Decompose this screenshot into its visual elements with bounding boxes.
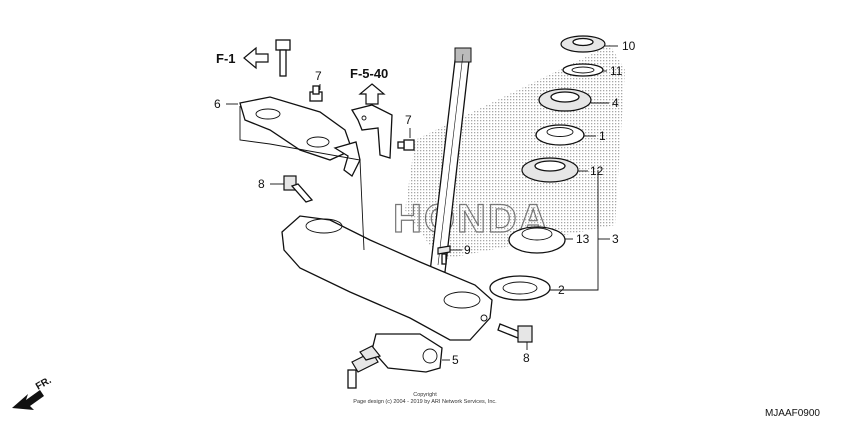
callout-1[interactable]: 1 xyxy=(599,129,606,143)
callout-3[interactable]: 3 xyxy=(612,232,619,246)
diagram-code: MJAAF0900 xyxy=(765,408,820,419)
copyright-line-1: Copyright xyxy=(413,392,437,398)
f1-ref-label[interactable]: F-1 xyxy=(216,51,236,66)
callout-8-right[interactable]: 8 xyxy=(523,351,530,365)
dust-seal-1-part[interactable] xyxy=(535,124,585,146)
adjusting-nut-4-part[interactable] xyxy=(538,88,592,112)
f1-ref-arrow xyxy=(243,46,269,70)
f540-ref-arrow xyxy=(358,83,386,105)
callout-2[interactable]: 2 xyxy=(558,283,565,297)
seal-2-part[interactable] xyxy=(489,275,551,301)
f540-ref-label[interactable]: F-5-40 xyxy=(350,66,388,81)
callout-7-left[interactable]: 7 xyxy=(315,69,322,83)
callout-11[interactable]: 11 xyxy=(610,64,623,78)
screw-9-part[interactable] xyxy=(437,245,451,265)
front-direction-label: FR. xyxy=(34,375,54,393)
race-13-part[interactable] xyxy=(508,226,566,254)
leader-lines xyxy=(226,45,618,361)
callout-7-right[interactable]: 7 xyxy=(405,113,412,127)
nut-10-part[interactable] xyxy=(560,35,606,53)
callout-5[interactable]: 5 xyxy=(452,353,459,367)
callout-8-left[interactable]: 8 xyxy=(258,177,265,191)
stay-bracket-part[interactable] xyxy=(350,104,393,159)
callout-10[interactable]: 10 xyxy=(622,39,636,53)
callout-9[interactable]: 9 xyxy=(464,243,471,257)
front-direction-arrow xyxy=(12,390,44,410)
bearing-12-part[interactable] xyxy=(521,157,579,183)
callout-12[interactable]: 12 xyxy=(590,164,604,178)
bolt-8-right-part[interactable] xyxy=(497,323,533,343)
copyright-line-2: Page design (c) 2004 - 2019 by ARI Netwo… xyxy=(353,399,497,405)
bolt-8-left-part[interactable] xyxy=(283,175,314,203)
bolt-7-right-part[interactable] xyxy=(397,139,415,151)
steering-stem-base-part[interactable] xyxy=(281,215,493,341)
callout-4[interactable]: 4 xyxy=(612,96,619,110)
callout-13[interactable]: 13 xyxy=(576,232,590,246)
bolt-7-left-part[interactable] xyxy=(309,85,323,102)
lock-washer-11-part[interactable] xyxy=(562,63,604,77)
steering-lock-part[interactable] xyxy=(347,333,443,389)
callout-6[interactable]: 6 xyxy=(214,97,221,111)
small-bracket-part[interactable] xyxy=(333,141,361,177)
bolt-part[interactable] xyxy=(275,39,291,77)
bracket-plate-part[interactable] xyxy=(239,96,353,161)
